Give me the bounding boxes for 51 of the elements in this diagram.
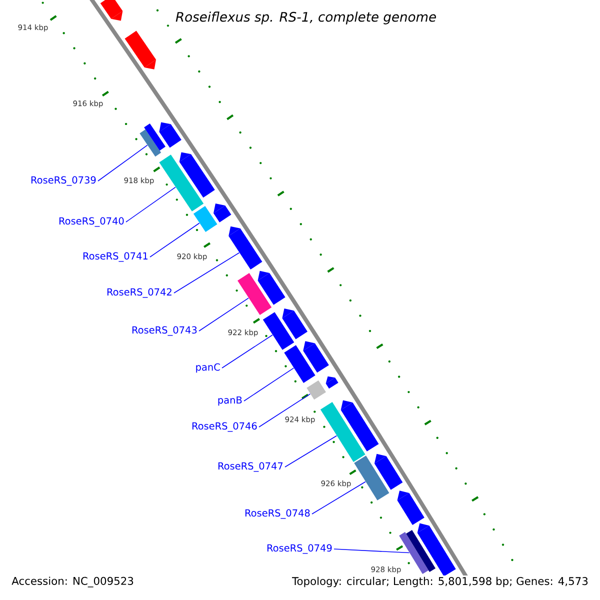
- gene-block: [406, 530, 436, 572]
- gene-block: [303, 341, 329, 373]
- footer-text: Topology: circular; Length: 5,801,598 bp; Genes: 4,573: [290, 576, 590, 588]
- gene-block: [144, 123, 166, 151]
- gene-block: [326, 376, 338, 389]
- gene-block: [354, 456, 390, 500]
- gene-block: [399, 532, 429, 574]
- gene-block: [258, 270, 286, 305]
- title: Roseiflexus sp. RS-1, complete genome: [176, 12, 436, 24]
- gene-label: RoseRS_0742: [107, 288, 172, 298]
- gene-label: RoseRS_0749: [267, 544, 332, 554]
- gene-block: [306, 380, 326, 400]
- gene-label: RoseRS_0747: [218, 462, 283, 472]
- gene-block: [159, 154, 204, 212]
- gene-block: [214, 204, 232, 222]
- leader-line: [174, 252, 240, 294]
- gene-block: [159, 122, 182, 148]
- leader-line: [334, 548, 410, 554]
- leader-line: [150, 222, 200, 258]
- leader-line: [198, 298, 249, 332]
- leader-line: [98, 144, 148, 182]
- gene-block: [282, 308, 308, 340]
- leader-line: [258, 394, 311, 428]
- gene-block: [193, 206, 218, 232]
- gene-label: RoseRS_0743: [132, 326, 197, 336]
- gene-label: panC: [196, 363, 220, 373]
- gene-block: [374, 454, 403, 490]
- gene-block: [320, 402, 366, 462]
- gene-block: [228, 226, 262, 270]
- gene-label: RoseRS_0739: [31, 176, 96, 186]
- gene-block: [417, 523, 456, 576]
- gene-block: [140, 129, 162, 157]
- gene-block: [397, 490, 424, 525]
- gene-label: RoseRS_0740: [59, 217, 124, 227]
- leader-line: [222, 334, 273, 368]
- gene-block: [340, 400, 379, 452]
- gene-label: RoseRS_0741: [83, 252, 148, 262]
- gene-label: RoseRS_0746: [192, 422, 257, 432]
- gene-block: [262, 312, 294, 350]
- leader-line: [126, 186, 176, 222]
- gene-block: [284, 345, 316, 383]
- leader-line: [284, 435, 338, 468]
- footer-text: Accession: NC_009523: [10, 575, 136, 589]
- leader-line: [312, 481, 366, 514]
- gene-block: [124, 30, 156, 70]
- gene-label: RoseRS_0748: [245, 509, 310, 519]
- leader-line: [244, 368, 294, 402]
- gene-block: [100, 0, 123, 21]
- gene-block: [238, 273, 272, 315]
- gene-block: [179, 152, 215, 198]
- gene-label: panB: [218, 396, 242, 406]
